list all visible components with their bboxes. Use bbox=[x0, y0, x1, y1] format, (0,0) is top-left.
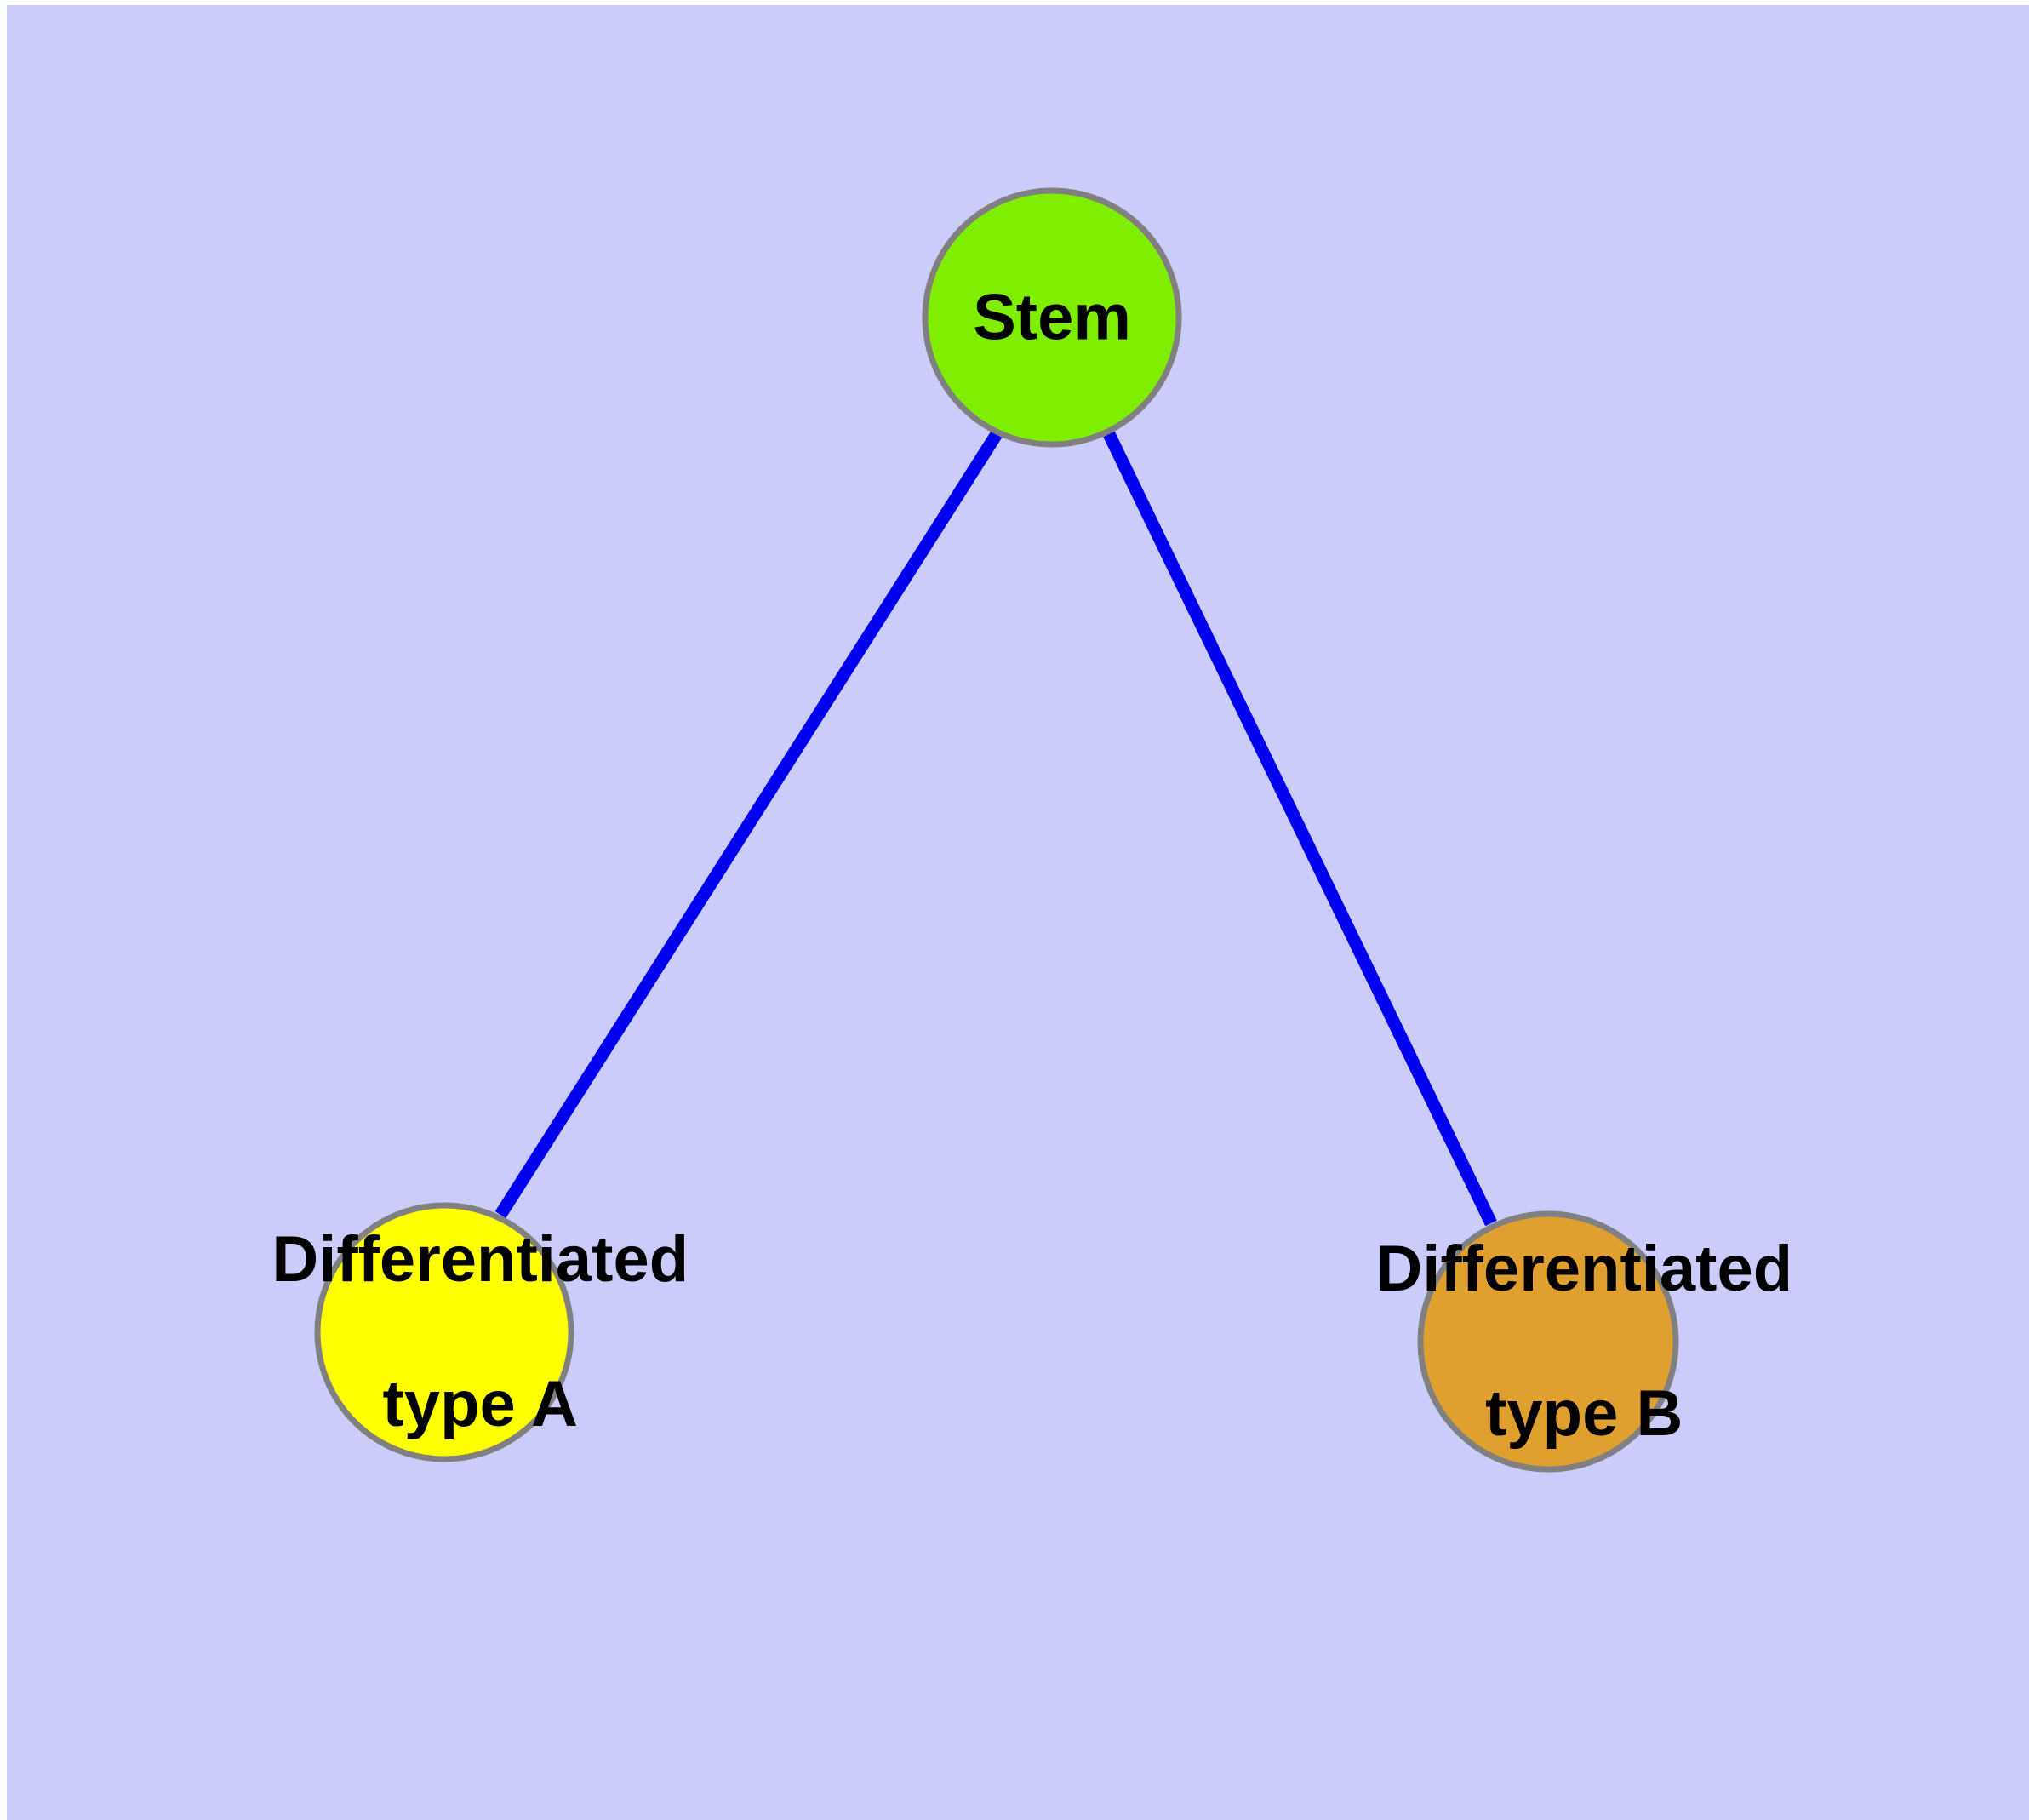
edge-stem-to-differentiated-type-b bbox=[1103, 431, 1497, 1227]
node-layer bbox=[314, 187, 1679, 1473]
edge-layer bbox=[494, 430, 1497, 1227]
edge-stem-to-differentiated-type-a bbox=[494, 430, 1003, 1219]
node-stem[interactable] bbox=[922, 187, 1182, 448]
node-differentiated-type-b[interactable] bbox=[1417, 1210, 1679, 1473]
node-differentiated-type-a[interactable] bbox=[314, 1202, 574, 1462]
